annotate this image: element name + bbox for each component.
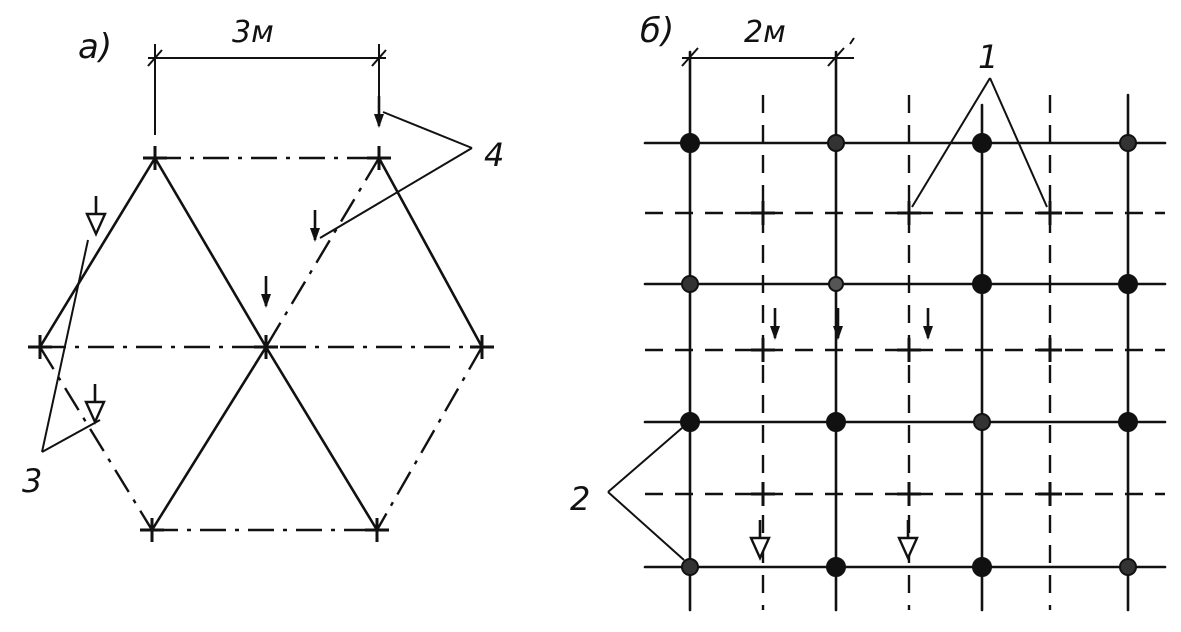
open-arrow-down-icon	[84, 382, 106, 424]
filled-dot-icon	[826, 412, 846, 432]
cross-mark-icon	[895, 199, 923, 227]
panel-b-crosses	[749, 199, 1064, 508]
panel-b: б) 2м	[570, 11, 1167, 612]
cross-mark-icon	[749, 336, 777, 364]
panel-a-callout-4: 4	[319, 111, 504, 239]
cross-mark-icon	[363, 516, 391, 544]
filled-dot-icon	[826, 557, 846, 577]
cross-mark-icon	[365, 144, 393, 172]
panel-a-dimension: 3м	[147, 15, 387, 135]
filled-dot-icon	[972, 133, 992, 153]
panel-a: а) 3м	[22, 15, 504, 544]
filled-dot-icon	[973, 413, 991, 431]
callout-4-label: 4	[484, 136, 504, 174]
filled-dot-icon	[1119, 558, 1137, 576]
panel-b-dimension: 2м	[681, 15, 855, 67]
cross-mark-icon	[895, 336, 923, 364]
filled-dot-icon	[680, 133, 700, 153]
cross-mark-icon	[1036, 480, 1064, 508]
panel-a-label: а)	[78, 27, 112, 67]
cross-mark-icon	[749, 199, 777, 227]
panel-b-arrows	[749, 306, 935, 560]
filled-dot-icon	[681, 275, 699, 293]
cross-mark-icon	[895, 480, 923, 508]
panel-a-callout-3: 3	[22, 239, 101, 500]
arrow-down-icon	[921, 306, 935, 342]
panel-a-dimension-label: 3м	[232, 15, 274, 50]
filled-dot-icon	[1118, 274, 1138, 294]
open-arrow-down-icon	[897, 518, 919, 560]
panel-a-arrows	[84, 94, 386, 424]
filled-dot-icon	[827, 134, 845, 152]
cross-mark-icon	[749, 480, 777, 508]
panel-b-solid-grid	[643, 50, 1167, 612]
panel-a-nodes	[26, 144, 496, 544]
cross-mark-icon	[468, 333, 496, 361]
cross-mark-icon	[1036, 336, 1064, 364]
callout-1-label: 1	[978, 38, 998, 76]
cross-mark-icon	[26, 333, 54, 361]
filled-dot-icon	[680, 412, 700, 432]
cross-mark-icon	[1036, 199, 1064, 227]
filled-dot-icon	[1118, 412, 1138, 432]
panel-b-label: б)	[640, 11, 674, 51]
cross-mark-icon	[141, 144, 169, 172]
panel-a-lattice	[38, 156, 484, 532]
open-arrow-down-icon	[749, 518, 771, 560]
cross-mark-icon	[252, 333, 280, 361]
filled-dot-icon	[1119, 134, 1137, 152]
cross-mark-icon	[138, 516, 166, 544]
arrow-down-icon	[308, 208, 322, 244]
arrow-down-icon	[768, 306, 782, 342]
callout-3-label: 3	[22, 462, 42, 500]
arrow-down-icon	[259, 274, 273, 310]
filled-dot-icon	[828, 276, 844, 292]
panel-b-dimension-label: 2м	[744, 15, 786, 50]
filled-dot-icon	[681, 558, 699, 576]
panel-b-callout-1: 1	[911, 38, 1048, 208]
arrow-down-icon	[372, 94, 386, 130]
filled-dot-icon	[972, 557, 992, 577]
panel-b-callout-2: 2	[570, 427, 685, 561]
arrow-down-icon	[831, 306, 845, 342]
panel-b-dots	[680, 133, 1138, 577]
panel-b-dashed-grid	[645, 95, 1165, 610]
open-arrow-down-icon	[85, 194, 107, 236]
callout-2-label: 2	[570, 480, 590, 518]
filled-dot-icon	[972, 274, 992, 294]
